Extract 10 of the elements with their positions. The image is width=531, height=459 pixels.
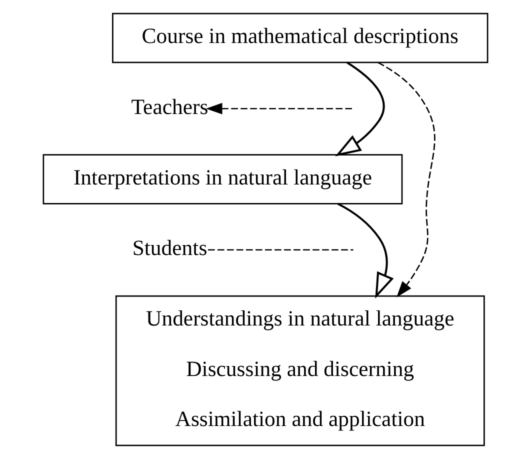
node-text: Students [132, 236, 208, 260]
arrow [206, 102, 354, 114]
node-box: Understandings in natural language Discussing and discerning Assimilation and application [115, 295, 485, 446]
arrow [337, 202, 394, 299]
arrow [335, 62, 385, 156]
node-box: Interpretations in natural language [42, 154, 403, 204]
connector [208, 249, 354, 251]
node-text: Teachers [131, 94, 208, 119]
arrow [378, 62, 436, 298]
node-box: Course in mathematical descriptions [112, 12, 488, 64]
